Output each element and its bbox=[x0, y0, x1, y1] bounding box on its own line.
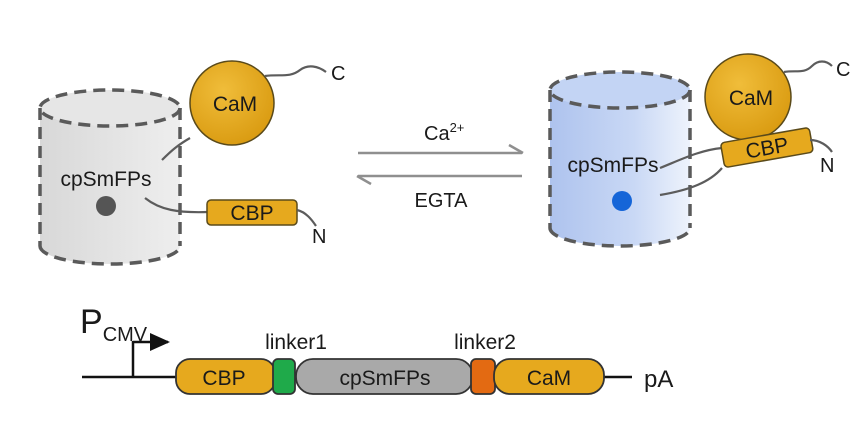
left-barrel bbox=[38, 88, 182, 266]
left-chromophore bbox=[96, 196, 116, 216]
left-n-tail bbox=[296, 208, 317, 227]
forward-arrow-head bbox=[508, 143, 524, 155]
linker1-label: linker1 bbox=[265, 331, 327, 354]
terminator-label: pA bbox=[644, 366, 673, 393]
left-linker-cbp bbox=[144, 197, 209, 214]
left-cbp-pill bbox=[206, 199, 298, 226]
right-chromophore bbox=[612, 191, 632, 211]
fp-segment-label: cpSmFPs bbox=[339, 367, 430, 390]
left-n-terminus: N bbox=[312, 226, 326, 248]
right-state: cpSmFPs CaM C CBP N bbox=[548, 53, 850, 248]
right-barrel-label: cpSmFPs bbox=[567, 154, 658, 177]
linker2-segment bbox=[470, 358, 496, 395]
left-barrel-label: cpSmFPs bbox=[60, 168, 151, 191]
left-linker-cam bbox=[161, 137, 191, 161]
right-linker-cam bbox=[659, 146, 723, 170]
cam-segment bbox=[493, 358, 605, 395]
cbp-segment-label: CBP bbox=[202, 367, 245, 390]
linker1-segment bbox=[272, 358, 296, 395]
right-c-terminus: C bbox=[836, 59, 850, 81]
promoter-arrow-icon bbox=[150, 333, 170, 351]
left-cbp-label: CBP bbox=[230, 202, 273, 225]
right-linker-cbp bbox=[659, 167, 723, 197]
right-c-tail bbox=[783, 60, 833, 74]
right-barrel bbox=[548, 70, 692, 248]
calcium-label: Ca2+ bbox=[424, 120, 464, 145]
promoter-label: PCMV bbox=[80, 303, 148, 346]
egta-label: EGTA bbox=[415, 190, 469, 212]
left-state: cpSmFPs CaM C CBP N bbox=[38, 60, 345, 266]
left-c-terminus: C bbox=[331, 63, 345, 85]
left-cam-label: CaM bbox=[213, 93, 257, 116]
left-c-tail bbox=[264, 65, 327, 78]
right-cam-label: CaM bbox=[729, 87, 773, 110]
left-cam-sphere bbox=[189, 60, 275, 146]
right-n-terminus: N bbox=[820, 155, 834, 177]
equilibrium-arrows: Ca2+ EGTA bbox=[356, 120, 524, 212]
linker2-label: linker2 bbox=[454, 331, 516, 354]
construct-map: PCMV CBP linker1 cpSmFPs linker2 CaM pA bbox=[80, 303, 673, 395]
right-n-tail bbox=[809, 138, 833, 153]
cam-segment-label: CaM bbox=[527, 367, 571, 390]
reverse-arrow-head bbox=[356, 174, 372, 186]
